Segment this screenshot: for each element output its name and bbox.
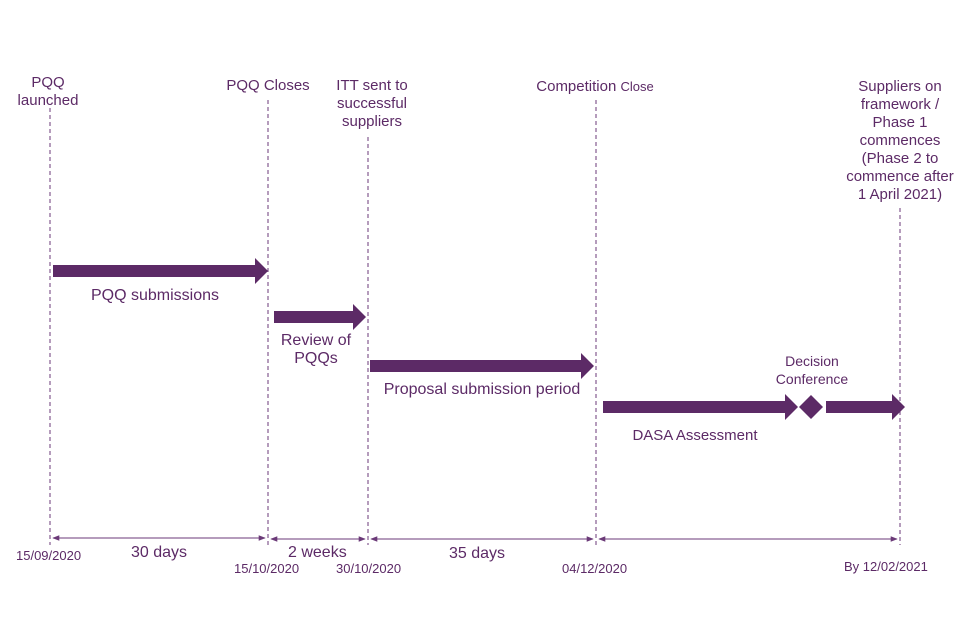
date-label-4: 04/12/2020 (562, 561, 628, 576)
duration-label-1: 30 days (131, 544, 188, 561)
arrow-proposal-submission (370, 353, 594, 379)
milestone-suppliers-on-framework: Suppliers on framework / Phase 1 commenc… (846, 78, 954, 203)
milestone-pqq-closes: PQQ Closes (226, 77, 310, 94)
milestone-competition-close: Competition Close (520, 78, 670, 96)
duration-label-3: 35 days (449, 545, 506, 562)
competition-close-small: Close (620, 79, 654, 94)
date-label-5: By 12/02/2021 (844, 559, 928, 574)
arrow-review-of-pqqs (274, 304, 366, 330)
milestone-itt-sent: ITT sent to successful suppliers (336, 77, 408, 130)
phase-dasa-assessment: DASA Assessment (632, 427, 758, 444)
milestone-pqq-launched: PQQ launched (17, 74, 79, 109)
phase-pqq-submissions: PQQ submissions (90, 287, 220, 304)
decision-conference-diamond (799, 395, 823, 419)
phase-proposal-submission-period: Proposal submission period (383, 381, 581, 398)
arrow-pqq-submissions (53, 258, 268, 284)
competition-close-main: Competition (536, 78, 617, 95)
phase-decision-conference: Decision Conference (775, 353, 849, 387)
arrow-dasa-assessment (603, 394, 798, 420)
phase-review-of-pqqs: Review of PQQs (280, 332, 352, 367)
duration-label-2: 2 weeks (288, 544, 347, 561)
date-label-3: 30/10/2020 (336, 561, 402, 576)
arrow-phase-one (826, 394, 905, 420)
date-label-1: 15/09/2020 (16, 548, 82, 563)
date-label-2: 15/10/2020 (234, 561, 300, 576)
